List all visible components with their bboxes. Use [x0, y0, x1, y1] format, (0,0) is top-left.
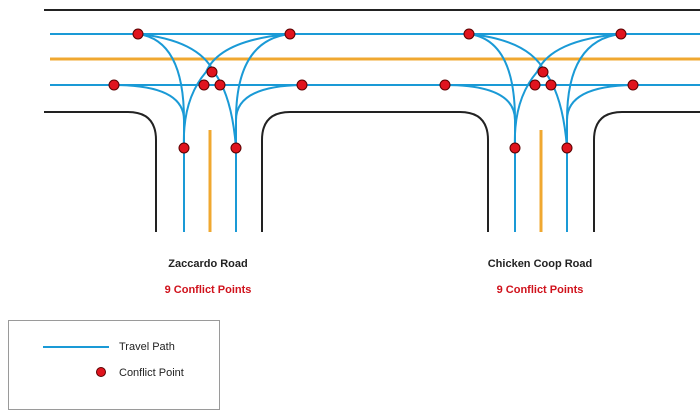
conflict-point-2-3 — [439, 79, 451, 91]
turn-path-2-3 — [444, 84, 516, 121]
road-edge-2 — [261, 111, 489, 232]
road-edge-lines — [44, 9, 700, 232]
turn-path-1-4 — [235, 84, 303, 232]
legend-conflict-point-label: Conflict Point — [119, 367, 184, 379]
conflict-point-2-8 — [509, 142, 521, 154]
intersection-name-chicken-coop: Chicken Coop Road — [487, 258, 593, 270]
conflict-point-1-6 — [198, 79, 210, 91]
conflict-point-1-2 — [284, 28, 296, 40]
conflict-point-2-4 — [627, 79, 639, 91]
intersection-diagram — [44, 9, 700, 232]
travel-path-swatch — [43, 346, 109, 348]
conflict-point-1-8 — [178, 142, 190, 154]
conflict-point-1-9 — [230, 142, 242, 154]
travel-paths — [50, 33, 700, 232]
conflict-points — [108, 28, 639, 154]
conflict-point-2-1 — [463, 28, 475, 40]
turn-path-2-5 — [468, 33, 568, 149]
road-edge-3 — [593, 111, 700, 232]
conflict-point-2-2 — [615, 28, 627, 40]
turn-path-1-1 — [137, 33, 185, 232]
turn-path-2-1 — [468, 33, 516, 232]
conflict-point-2-5 — [537, 66, 549, 78]
legend-travel-path-label: Travel Path — [119, 341, 175, 353]
legend: Travel Path Conflict Point — [8, 320, 220, 410]
conflict-point-1-5 — [206, 66, 218, 78]
conflict-point-2-7 — [545, 79, 557, 91]
centerlines — [50, 57, 700, 232]
conflict-point-1-7 — [214, 79, 226, 91]
turn-path-1-6 — [235, 33, 291, 121]
conflict-point-2-6 — [529, 79, 541, 91]
conflict-point-1-1 — [132, 28, 144, 40]
turn-path-1-5 — [137, 33, 237, 149]
turn-path-2-6 — [566, 33, 622, 121]
road-edge-1 — [44, 111, 157, 232]
conflict-point-swatch — [96, 367, 106, 377]
intersection-name-zaccardo: Zaccardo Road — [168, 258, 248, 270]
conflict-point-1-4 — [296, 79, 308, 91]
turn-path-2-2 — [513, 33, 622, 149]
conflict-count-chicken-coop: 9 Conflict Points — [496, 284, 584, 296]
turn-path-2-4 — [566, 84, 634, 232]
conflict-point-1-3 — [108, 79, 120, 91]
turn-path-1-3 — [113, 84, 185, 121]
turn-path-1-2 — [182, 33, 291, 149]
conflict-point-2-9 — [561, 142, 573, 154]
conflict-count-zaccardo: 9 Conflict Points — [164, 284, 252, 296]
